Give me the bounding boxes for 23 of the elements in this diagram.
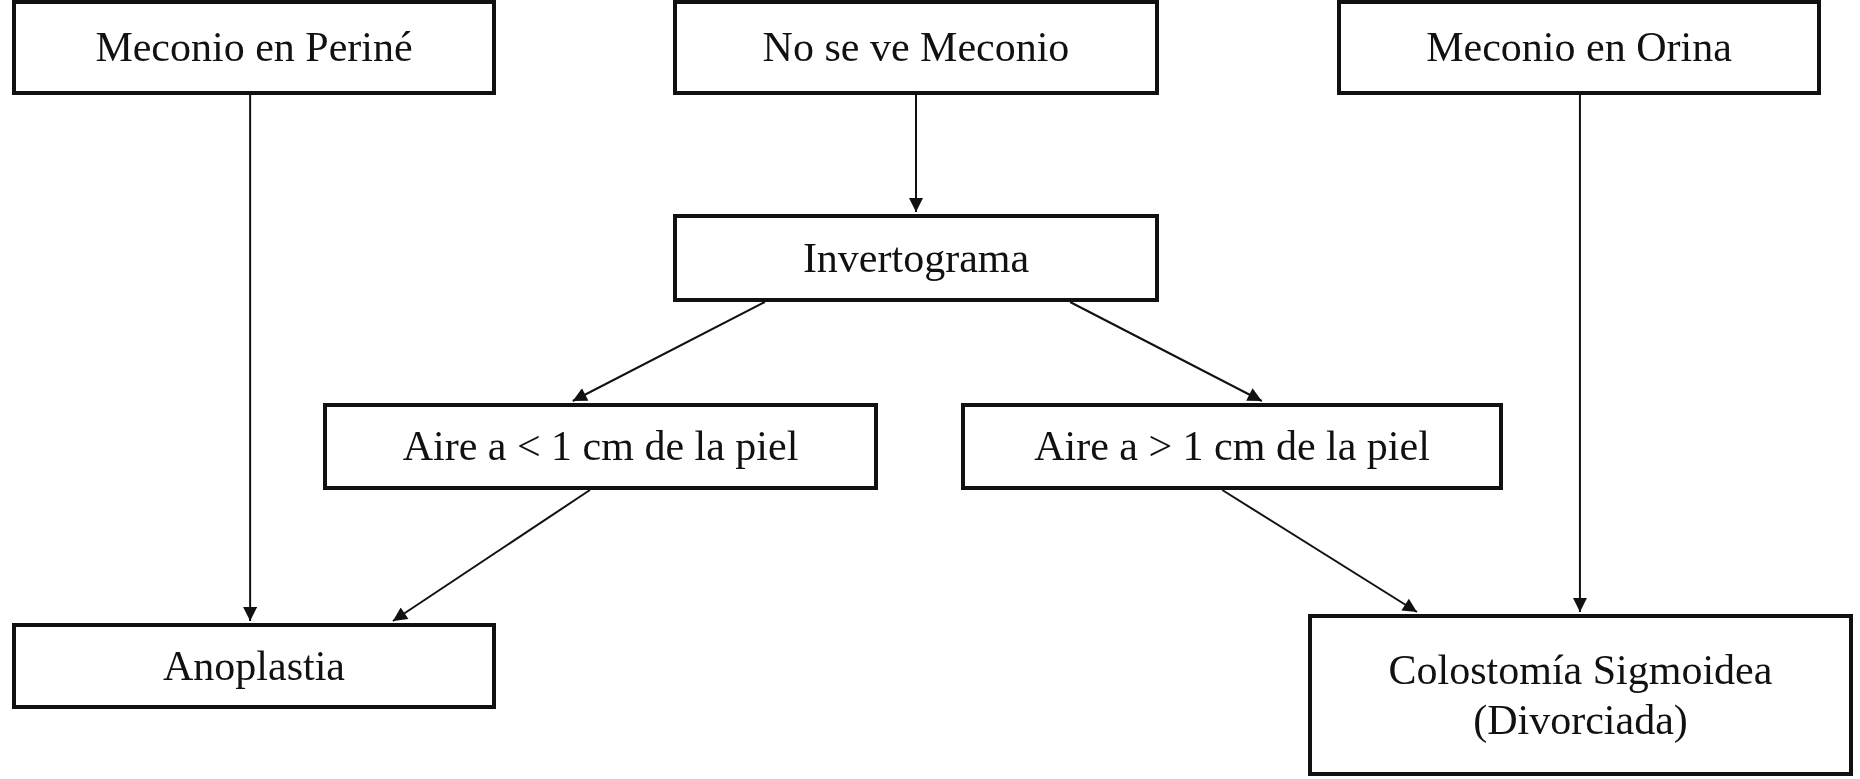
box-label: No se ve Meconio: [762, 23, 1070, 73]
box-label: Aire a > 1 cm de la piel: [1034, 422, 1430, 472]
box-label: Aire a < 1 cm de la piel: [402, 422, 799, 472]
process-box: [12, 0, 496, 95]
arrow: [391, 489, 591, 622]
box-label: Anoplastia: [163, 641, 345, 691]
box-label: Invertograma: [802, 233, 1030, 283]
arrow: [909, 94, 923, 213]
process-box: [673, 0, 1159, 95]
process-box: [1308, 614, 1853, 776]
arrow: [1069, 301, 1263, 402]
process-box: [323, 403, 878, 490]
box-label: Meconio en Periné: [95, 23, 413, 73]
arrow: [1572, 94, 1587, 613]
box-label: Meconio en Orina: [1426, 23, 1732, 73]
box-label: Colostomía Sigmoidea (Divorciada): [1387, 645, 1774, 745]
process-box: [12, 623, 496, 709]
arrow: [1221, 489, 1418, 613]
process-box: [673, 214, 1159, 302]
process-box: [1337, 0, 1821, 95]
arrow: [243, 94, 258, 622]
arrow: [571, 301, 766, 402]
process-box: [961, 403, 1503, 490]
